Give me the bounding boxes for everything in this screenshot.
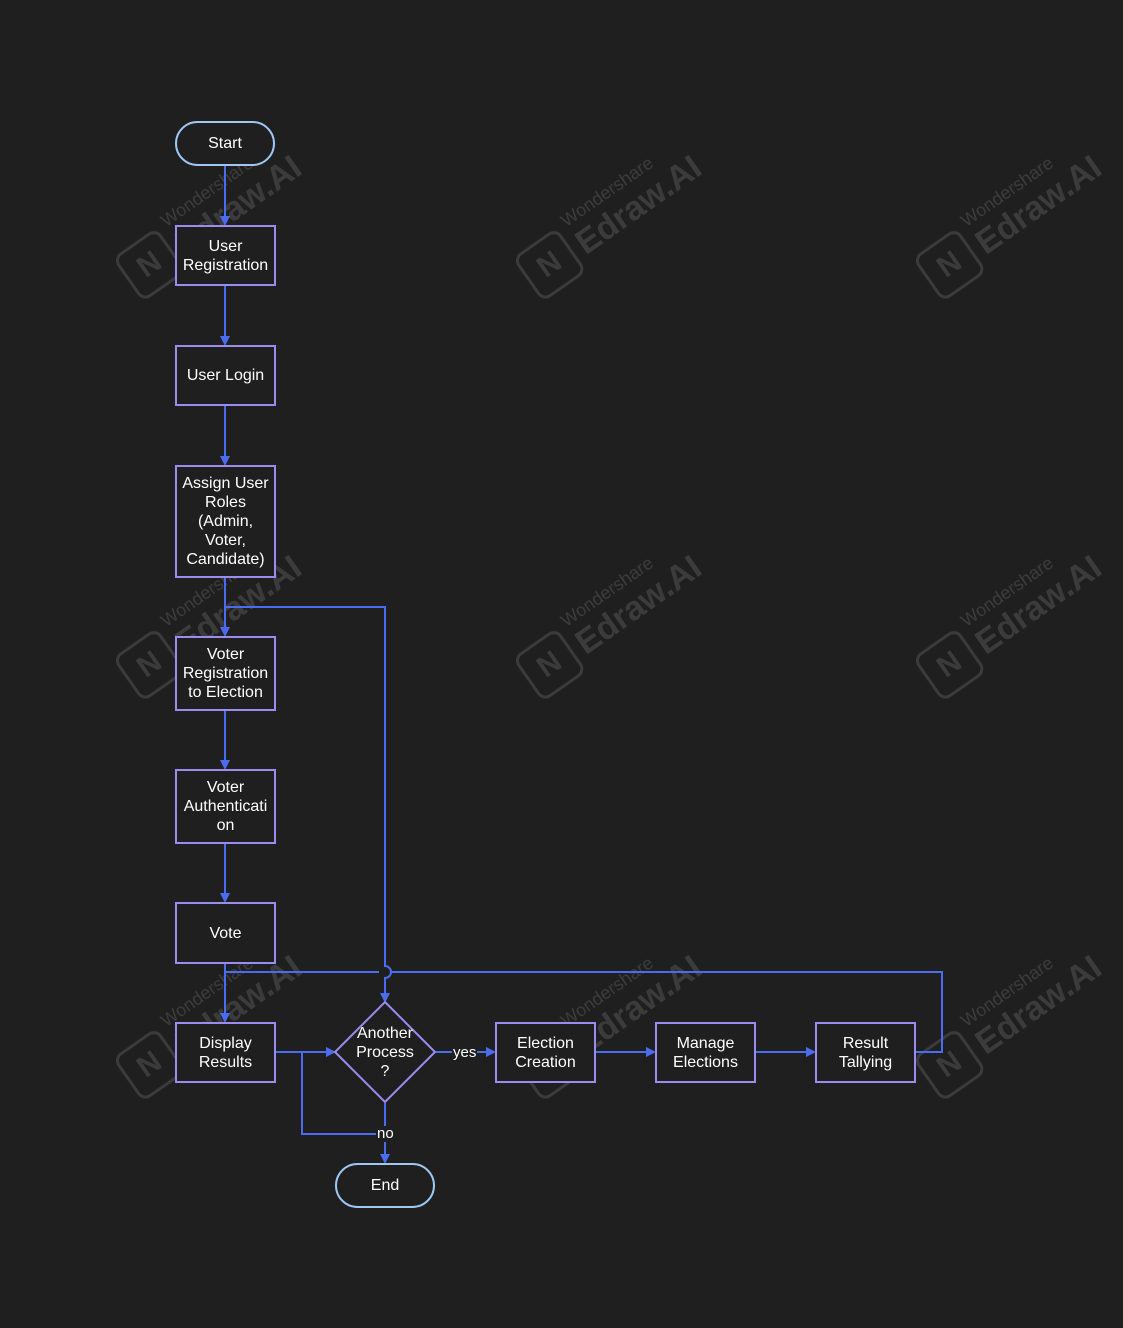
end-node[interactable]: End xyxy=(335,1163,435,1208)
connector-display-to-end xyxy=(301,1052,385,1135)
edge-label-no: no xyxy=(376,1125,395,1142)
edge-label-yes: yes xyxy=(452,1044,478,1061)
user-registration-node[interactable]: User Registration xyxy=(175,225,276,286)
connector-roles-to-decision xyxy=(225,606,392,1003)
user-login-node[interactable]: User Login xyxy=(175,345,276,406)
voter-authentication-node[interactable]: Voter Authenticati on xyxy=(175,769,276,844)
vote-node[interactable]: Vote xyxy=(175,902,276,964)
start-node[interactable]: Start xyxy=(175,121,275,166)
result-tallying-node[interactable]: Result Tallying xyxy=(815,1022,916,1083)
voter-registration-node[interactable]: Voter Registration to Election xyxy=(175,636,276,711)
election-creation-node[interactable]: Election Creation xyxy=(495,1022,596,1083)
display-results-node[interactable]: Display Results xyxy=(175,1022,276,1083)
another-process-decision[interactable]: Another Process ? xyxy=(356,1024,414,1080)
assign-user-roles-node[interactable]: Assign User Roles (Admin, Voter, Candida… xyxy=(175,465,276,578)
manage-elections-node[interactable]: Manage Elections xyxy=(655,1022,756,1083)
connector-tallying-loop-back xyxy=(225,971,943,1053)
decision-diamond xyxy=(333,1000,437,1104)
